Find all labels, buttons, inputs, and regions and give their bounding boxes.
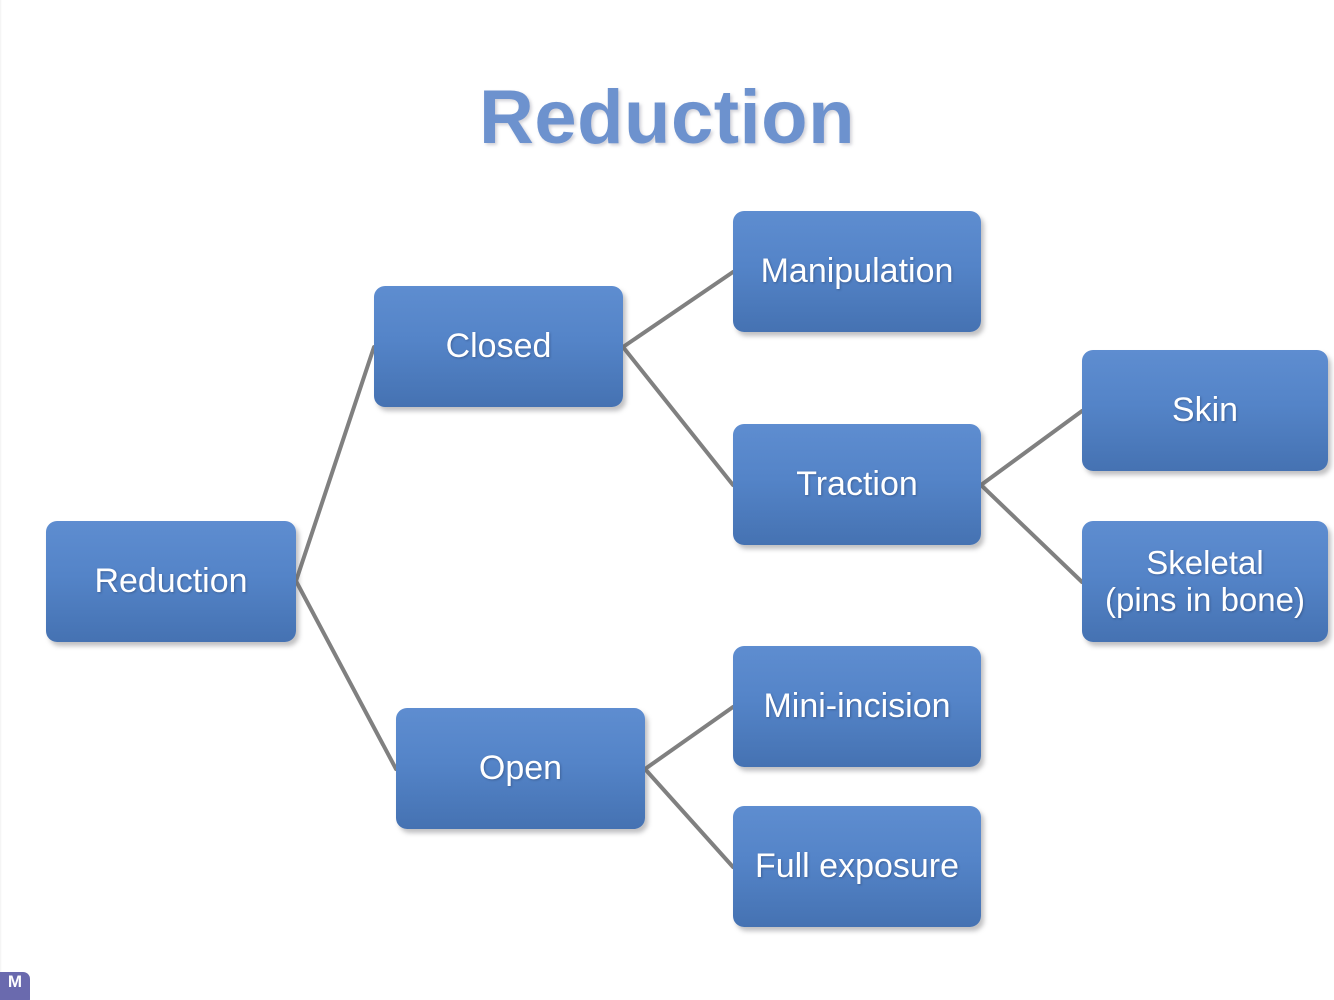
edge-closed-manipulation — [621, 270, 735, 349]
edge-reduction-closed — [294, 345, 376, 583]
node-skeletal[interactable]: Skeletal (pins in bone) — [1082, 521, 1328, 642]
node-skin[interactable]: Skin — [1082, 350, 1328, 471]
node-mini-incision[interactable]: Mini-incision — [733, 646, 981, 767]
edge-traction-skeletal — [979, 483, 1084, 584]
node-closed-label: Closed — [445, 327, 552, 366]
edge-traction-skin — [979, 409, 1084, 487]
page-title: Reduction — [478, 75, 856, 160]
node-full-exposure-label: Full exposure — [754, 847, 960, 886]
node-traction-label: Traction — [796, 465, 918, 504]
edge-reduction-open — [294, 579, 398, 771]
edge-open-mini-incision — [643, 705, 735, 771]
node-open-label: Open — [478, 749, 563, 788]
corner-badge-label: M — [7, 972, 23, 991]
edge-open-full-exposure — [643, 767, 735, 869]
node-skin-label: Skin — [1171, 391, 1239, 430]
node-manipulation[interactable]: Manipulation — [733, 211, 981, 332]
node-reduction-label: Reduction — [94, 562, 248, 601]
node-traction[interactable]: Traction — [733, 424, 981, 545]
node-skeletal-line-1: Skeletal — [1146, 543, 1264, 581]
node-open[interactable]: Open — [396, 708, 645, 829]
taskbar-app-badge-icon[interactable]: M — [0, 972, 30, 1000]
node-reduction[interactable]: Reduction — [46, 521, 296, 642]
node-full-exposure[interactable]: Full exposure — [733, 806, 981, 927]
node-skeletal-line-2: (pins in bone) — [1105, 580, 1305, 618]
node-skeletal-label: Skeletal (pins in bone) — [1092, 543, 1318, 619]
node-closed[interactable]: Closed — [374, 286, 623, 407]
edge-closed-traction — [621, 345, 735, 487]
node-manipulation-label: Manipulation — [760, 252, 954, 291]
node-mini-incision-label: Mini-incision — [763, 687, 951, 726]
